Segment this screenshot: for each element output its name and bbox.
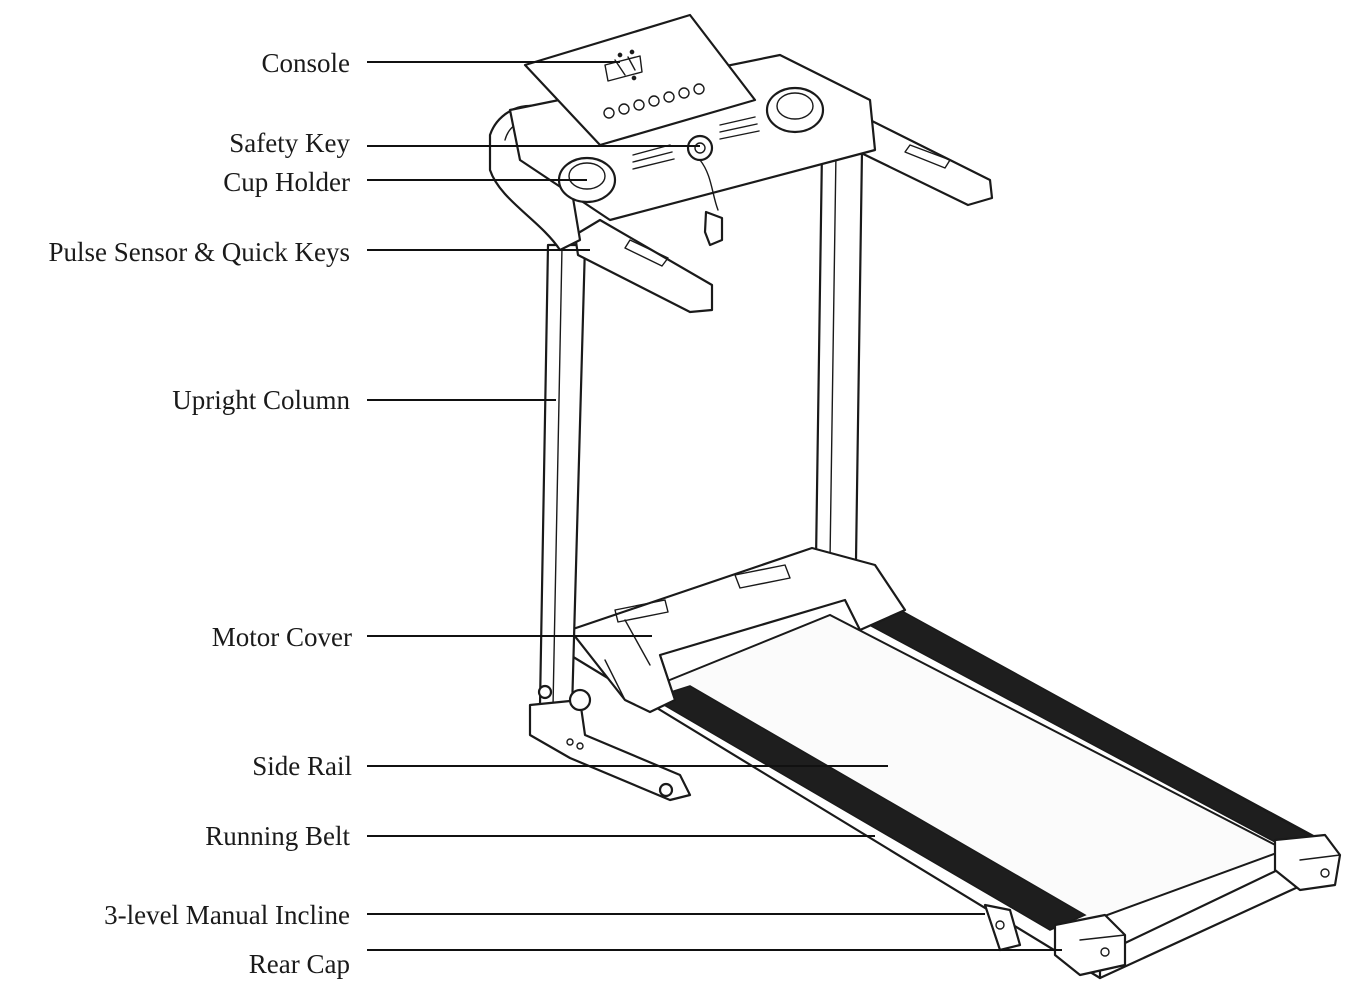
callout-labels: Console Safety Key Cup Holder Pulse Sens… <box>49 48 352 979</box>
label-upright-column: Upright Column <box>172 385 350 415</box>
label-cup-holder: Cup Holder <box>223 167 350 197</box>
left-side-rail <box>650 685 1087 931</box>
rear-caps <box>1053 833 1342 977</box>
label-pulse-sensor: Pulse Sensor & Quick Keys <box>49 237 350 267</box>
incline-knob <box>983 903 1022 952</box>
label-side-rail: Side Rail <box>252 751 352 781</box>
label-rear-cap: Rear Cap <box>249 949 350 979</box>
label-safety-key: Safety Key <box>229 128 350 158</box>
base-foot <box>528 684 692 802</box>
treadmill-illustration <box>488 13 1342 980</box>
label-motor-cover: Motor Cover <box>212 622 352 652</box>
leader-lines <box>367 61 1062 951</box>
motor-cover-hood <box>568 546 907 714</box>
right-upright-column <box>814 148 864 562</box>
console-assembly <box>508 13 877 247</box>
deck-frame <box>568 578 1337 980</box>
label-running-belt: Running Belt <box>205 821 350 851</box>
label-console: Console <box>261 48 350 78</box>
label-manual-incline: 3-level Manual Incline <box>104 900 350 930</box>
